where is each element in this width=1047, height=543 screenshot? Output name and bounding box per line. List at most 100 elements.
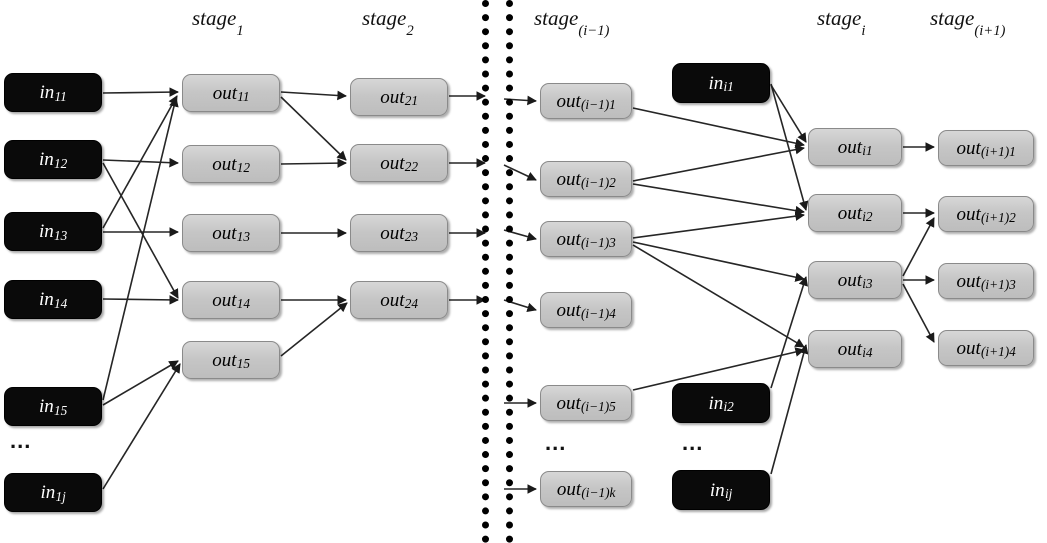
node-out-i+1-1[interactable]: out(i+1)1: [938, 130, 1034, 166]
edge-in-12-to-out-12: [102, 157, 179, 168]
node-label-subscript: 11: [237, 89, 250, 105]
edge-in-15-to-out-15: [102, 360, 179, 406]
node-label-base: in: [38, 149, 54, 170]
stage-label-stage-i-1: stage(i−1): [534, 6, 609, 39]
node-label-base: out: [956, 270, 981, 292]
edge-out-i3-to-out-i+1-4: [902, 283, 935, 343]
node-label-base: out: [956, 137, 981, 159]
stage-label-base: stage: [930, 6, 975, 30]
node-label-subscript: (i−1)1: [580, 97, 616, 113]
node-label-subscript: i4: [862, 345, 873, 361]
node-label-base: out: [837, 202, 862, 224]
node-label-subscript: (i−1)k: [581, 485, 616, 501]
stage-label-subscript: 1: [236, 22, 244, 39]
node-label-subscript: 24: [404, 296, 419, 312]
node-label-subscript: 14: [236, 296, 251, 312]
node-out-i+1-3[interactable]: out(i+1)3: [938, 263, 1034, 299]
node-out-i-1-2[interactable]: out(i−1)2: [540, 161, 632, 197]
edge-in-12-to-out-14: [102, 162, 179, 299]
edge-out-i-1-1-to-out-i1: [632, 107, 805, 148]
node-out-i-1-5[interactable]: out(i−1)5: [540, 385, 632, 421]
node-out-i-1-1[interactable]: out(i−1)1: [540, 83, 632, 119]
node-out-i+1-2[interactable]: out(i+1)2: [938, 196, 1034, 232]
node-label-base: out: [956, 203, 981, 225]
node-label-subscript: (i−1)3: [580, 235, 616, 251]
node-label-base: in: [38, 289, 54, 310]
stage-label-stage-i: stagei: [817, 6, 865, 39]
node-label-base: out: [380, 222, 405, 244]
node-label-base: out: [380, 152, 405, 174]
edge-out-i-1-3-to-out-i4: [632, 244, 805, 348]
edge-out-i-1-3-to-out-i3: [632, 241, 805, 282]
node-label-subscript: 15: [236, 356, 251, 372]
edge-out-i3-to-out-i+1-2: [902, 217, 935, 277]
node-label-base: out: [380, 86, 405, 108]
node-label-subscript: (i+1)3: [980, 277, 1016, 293]
node-label-base: out: [837, 269, 862, 291]
node-label-base: out: [212, 222, 237, 244]
node-label-subscript: i2: [723, 399, 734, 415]
node-label-base: in: [709, 479, 725, 501]
node-out-i-1-4[interactable]: out(i−1)4: [540, 292, 632, 328]
node-label-subscript: 13: [236, 229, 251, 245]
edge-out-11-to-out-22: [280, 96, 347, 161]
edge-in-13-to-out-11: [102, 95, 178, 229]
stage-label-stage-i+1: stage(i+1): [930, 6, 1005, 39]
node-label-subscript: i3: [862, 276, 873, 292]
node-label-subscript: (i+1)1: [980, 144, 1016, 160]
node-label-base: out: [837, 136, 862, 158]
node-label-base: out: [212, 153, 237, 175]
node-label-base: in: [39, 82, 55, 103]
node-label-base: in: [708, 392, 724, 414]
node-label-subscript: 11: [54, 88, 67, 104]
node-out-i-1-k[interactable]: out(i−1)k: [540, 471, 632, 507]
stage-label-stage-1: stage1: [192, 6, 244, 39]
node-label-subscript: 1j: [55, 488, 66, 504]
node-label-base: out: [212, 349, 237, 371]
node-label-subscript: 15: [54, 402, 68, 418]
node-label-base: in: [708, 72, 724, 94]
ellipsis-in-1: ...: [10, 428, 32, 453]
node-label-subscript: 23: [404, 229, 419, 245]
edge-in-11-to-out-11: [102, 87, 179, 97]
node-out-i-1-3[interactable]: out(i−1)3: [540, 221, 632, 257]
dashed-divider-left: [482, 0, 489, 543]
node-label-base: out: [212, 289, 237, 311]
dashed-divider-right: [506, 0, 513, 543]
node-label-base: out: [837, 338, 862, 360]
edge-in-i1-to-out-i1: [770, 84, 807, 143]
node-label-base: in: [38, 396, 54, 417]
node-label-base: out: [556, 392, 581, 414]
stage-label-subscript: (i−1): [578, 22, 610, 39]
stage-label-base: stage: [362, 6, 407, 30]
ellipsis-in-i: ...: [682, 430, 704, 455]
node-label-base: out: [556, 478, 582, 500]
node-label-subscript: 12: [236, 160, 251, 176]
ellipsis-out-i-1: ...: [545, 430, 567, 455]
node-label-base: out: [212, 82, 237, 104]
node-out-i+1-4[interactable]: out(i+1)4: [938, 330, 1034, 366]
node-label-subscript: 12: [54, 155, 68, 171]
